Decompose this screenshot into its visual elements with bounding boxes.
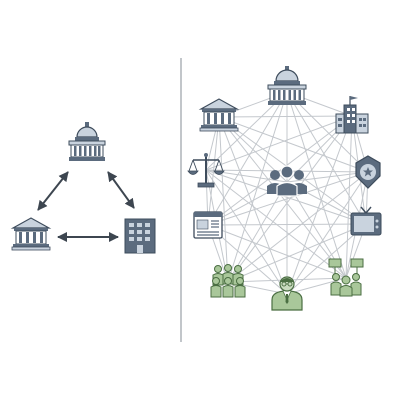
crowd-icon [210,264,246,298]
network-line-protest-news [207,224,347,279]
network-line-capitol-media [286,91,367,225]
leader-icon [271,276,303,311]
newspaper-icon [193,211,223,239]
city-hall-icon [335,96,369,134]
network-line-police-court [218,116,369,173]
network-line-police-news [207,171,369,226]
police-badge-icon [355,155,381,189]
arrow-capitol-office [107,171,135,209]
network-line-capitol-protest [286,91,347,279]
arrow-capitol-court [37,171,69,211]
network-line-media-justice [205,169,367,225]
network-line-city-hall-crowd [227,115,353,283]
network-line-city-hall-justice [205,115,353,171]
television-icon [350,206,382,236]
network-line-capitol-police [286,91,369,173]
courthouse-icon [10,217,52,251]
network-line-leader-justice [205,169,288,295]
network-line-city-hall-leader [286,115,353,295]
scales-of-justice-icon [187,153,225,188]
protesters-icon [328,258,364,297]
network-line-crowd-court [218,116,229,283]
network-line-leader-court [218,116,288,295]
network-line-city-hall-court [218,115,353,118]
network-line-protest-court [218,116,347,279]
network-line-police-leader [286,171,369,295]
capitol-icon [68,122,106,161]
network-line-city-hall-protest [345,115,353,279]
office-building-icon [124,218,156,254]
people-group-icon [267,165,307,197]
network-line-media-crowd [227,223,367,283]
network-line-protest-justice [205,169,347,279]
network-line-capitol-news [207,91,288,226]
network-line-police-crowd [227,171,369,283]
left-arrows [37,171,135,242]
network-line-media-leader [286,223,367,295]
courthouse-icon [198,98,240,132]
network-line-police-people [286,171,369,183]
capitol-icon [267,66,307,105]
